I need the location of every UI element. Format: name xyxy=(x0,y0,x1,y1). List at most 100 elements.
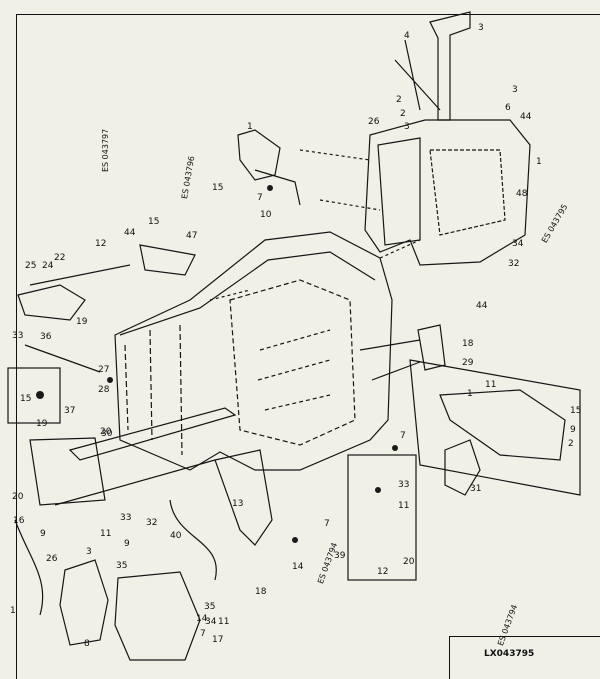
callout: 9 xyxy=(570,425,576,435)
callout: 33 xyxy=(120,513,132,523)
callout: 44 xyxy=(520,112,532,122)
callout: 8 xyxy=(84,639,90,649)
housing-top-flange xyxy=(119,251,376,336)
linkage-upper xyxy=(254,169,301,206)
callout: 17 xyxy=(212,635,224,645)
callout: 35 xyxy=(116,561,128,571)
housing-left-face xyxy=(124,324,183,456)
callout: 11 xyxy=(398,501,410,511)
callout: 13 xyxy=(232,499,244,509)
callout: 25 xyxy=(25,261,37,271)
callout: 1 xyxy=(467,389,473,399)
callout: 35 xyxy=(204,602,216,612)
callout: 27 xyxy=(98,365,110,375)
dash-lines xyxy=(209,149,421,301)
cable xyxy=(14,519,44,616)
bracket-right xyxy=(417,324,446,371)
transmission-housing xyxy=(114,231,393,471)
control-plate xyxy=(364,119,531,266)
plate-inner xyxy=(377,137,421,246)
callout: 11 xyxy=(100,529,112,539)
callout: 1 xyxy=(247,122,253,132)
callout: 6 xyxy=(505,103,511,113)
bracket-upper xyxy=(237,129,281,181)
rod-left-1 xyxy=(24,344,101,373)
callout: 47 xyxy=(186,231,198,241)
callout: 26 xyxy=(368,117,380,127)
callout: 2 xyxy=(400,109,406,119)
callout: 7 xyxy=(324,519,330,529)
title-corner-box xyxy=(449,636,600,679)
rod-left-2 xyxy=(68,407,237,461)
callout: 7 xyxy=(400,431,406,441)
control-lever xyxy=(429,11,471,121)
callout: 9 xyxy=(124,539,130,549)
callout: 7 xyxy=(200,629,206,639)
callout: 11 xyxy=(485,380,497,390)
callout: 14 xyxy=(292,562,304,572)
callout: 37 xyxy=(64,406,76,416)
callout: 2 xyxy=(396,95,402,105)
callout: 40 xyxy=(170,531,182,541)
callout: 30 xyxy=(101,429,113,439)
housing-rib xyxy=(257,329,331,411)
callout: 15 xyxy=(212,183,224,193)
bracket-mid xyxy=(139,244,196,276)
callout: 18 xyxy=(462,339,474,349)
callout: 20 xyxy=(403,557,415,567)
callout: 12 xyxy=(95,239,107,249)
callout: 14 xyxy=(196,614,208,624)
plate-slots xyxy=(429,149,506,236)
callout: 33 xyxy=(12,331,24,341)
callout: 3 xyxy=(478,23,484,33)
right-housing-plate xyxy=(409,359,581,496)
shaft-left xyxy=(29,264,131,286)
callout: 20 xyxy=(12,492,24,502)
callout: 34 xyxy=(205,617,217,627)
lever-lower xyxy=(214,449,273,546)
callout: 19 xyxy=(76,317,88,327)
cylinder-block xyxy=(29,437,106,506)
callout: 10 xyxy=(260,210,272,220)
callout: 4 xyxy=(404,31,410,41)
bracket-left xyxy=(17,284,86,321)
callout: 16 xyxy=(13,516,25,526)
callout: 24 xyxy=(42,261,54,271)
callout: 1 xyxy=(10,606,16,616)
callout: 34 xyxy=(512,239,524,249)
link-right xyxy=(359,339,421,381)
callout: 19 xyxy=(36,419,48,429)
callout: 44 xyxy=(124,228,136,238)
diagram-frame xyxy=(16,14,600,679)
callout: 22 xyxy=(54,253,66,263)
valve-body xyxy=(114,571,201,661)
inset-box-right xyxy=(347,454,417,581)
housing-inner-wall xyxy=(229,279,356,446)
callout: 39 xyxy=(334,551,346,561)
callout: 32 xyxy=(508,259,520,269)
callout: 15 xyxy=(20,394,32,404)
callout: 33 xyxy=(398,480,410,490)
callout: 18 xyxy=(255,587,267,597)
callout: 29 xyxy=(462,358,474,368)
figure-code: LX043795 xyxy=(484,649,535,659)
callout: 20 xyxy=(100,427,112,437)
pump-cover xyxy=(59,559,109,646)
rod-left-3 xyxy=(54,459,216,506)
inset-box-left xyxy=(7,367,61,424)
figure-code-rotated: ES 043797 xyxy=(101,128,110,172)
hose xyxy=(169,499,217,581)
cover-right xyxy=(444,439,481,496)
callout: 36 xyxy=(40,332,52,342)
callout: 28 xyxy=(98,385,110,395)
callout: 3 xyxy=(404,122,410,132)
callout: 44 xyxy=(476,301,488,311)
callout: 3 xyxy=(512,85,518,95)
callout: 32 xyxy=(146,518,158,528)
callout: 2 xyxy=(568,439,574,449)
lever-rod xyxy=(394,39,441,111)
callout: 31 xyxy=(470,484,482,494)
callout: 26 xyxy=(46,554,58,564)
